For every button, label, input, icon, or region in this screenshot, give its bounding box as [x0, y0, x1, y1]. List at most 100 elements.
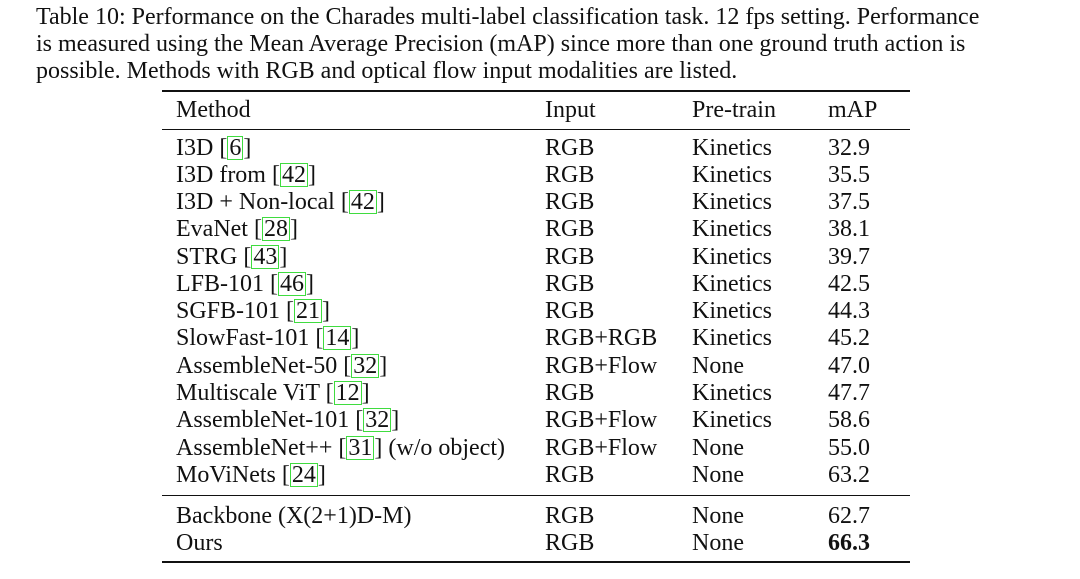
citation-link[interactable]: 43	[251, 243, 280, 270]
method-name: I3D + Non-local	[176, 188, 341, 215]
pretrain-cell: None	[692, 461, 744, 488]
pretrain-cell: Kinetics	[692, 325, 772, 352]
table-row: I3D + Non-local [42] RGB Kinetics 37.5	[162, 189, 910, 216]
map-cell: 35.5	[828, 161, 870, 188]
input-cell: RGB	[545, 270, 595, 297]
method-name: SGFB-101	[176, 298, 287, 325]
method-name: SlowFast-101	[176, 325, 316, 352]
table-row: I3D [6] RGB Kinetics 32.9	[162, 129, 910, 162]
map-cell: 37.5	[828, 188, 870, 215]
method-name: AssembleNet-50	[176, 352, 344, 379]
citation-link[interactable]: 42	[279, 161, 308, 188]
pretrain-cell: Kinetics	[692, 407, 772, 434]
header-pretrain: Pre-train	[692, 96, 776, 123]
table-row: Ours RGB None 66.3	[162, 530, 910, 562]
input-cell: RGB	[545, 134, 595, 161]
pretrain-cell: None	[692, 529, 744, 556]
map-cell: 55.0	[828, 434, 870, 461]
map-cell: 42.5	[828, 270, 870, 297]
citation-link[interactable]: 32	[363, 407, 392, 434]
pretrain-cell: Kinetics	[692, 243, 772, 270]
header-map: mAP	[828, 96, 878, 123]
input-cell: RGB	[545, 461, 595, 488]
method-suffix: (w/o object)	[382, 434, 505, 461]
method-cell: I3D [6]	[176, 134, 252, 161]
caption-line: is measured using the Mean Average Preci…	[36, 31, 966, 57]
method-cell: Ours	[176, 529, 223, 556]
citation-link[interactable]: 31	[346, 434, 375, 461]
input-cell: RGB+RGB	[545, 325, 658, 352]
input-cell: RGB+Flow	[545, 407, 658, 434]
map-cell: 38.1	[828, 216, 870, 243]
pretrain-cell: Kinetics	[692, 188, 772, 215]
method-cell: AssembleNet++ [31] (w/o object)	[176, 434, 505, 461]
pretrain-cell: None	[692, 434, 744, 461]
input-cell: RGB	[545, 380, 595, 407]
citation-link[interactable]: 32	[351, 352, 380, 379]
table-row: EvaNet [28] RGB Kinetics 38.1	[162, 216, 910, 243]
pretrain-cell: Kinetics	[692, 298, 772, 325]
input-cell: RGB	[545, 529, 595, 556]
citation-link[interactable]: 28	[261, 216, 290, 243]
method-name: MoViNets	[176, 461, 282, 488]
input-cell: RGB	[545, 216, 595, 243]
map-cell: 45.2	[828, 325, 870, 352]
pretrain-cell: None	[692, 502, 744, 529]
pretrain-cell: None	[692, 352, 744, 379]
method-cell: EvaNet [28]	[176, 216, 298, 243]
method-name: Multiscale ViT	[176, 380, 326, 407]
citation-link[interactable]: 6	[227, 134, 244, 161]
method-cell: Backbone (X(2+1)D-M)	[176, 502, 412, 529]
citation-link[interactable]: 42	[348, 188, 377, 215]
citation-link[interactable]: 14	[323, 325, 352, 352]
table-row: SlowFast-101 [14] RGB+RGB Kinetics 45.2	[162, 325, 910, 352]
citation-link[interactable]: 24	[289, 461, 318, 488]
map-cell: 47.7	[828, 380, 870, 407]
method-name: I3D from	[176, 161, 272, 188]
map-cell-best: 66.3	[828, 529, 870, 556]
citation-link[interactable]: 21	[294, 298, 323, 325]
map-cell: 47.0	[828, 352, 870, 379]
caption-line: possible. Methods with RGB and optical f…	[36, 58, 738, 84]
pretrain-cell: Kinetics	[692, 134, 772, 161]
pretrain-cell: Kinetics	[692, 380, 772, 407]
map-cell: 63.2	[828, 461, 870, 488]
citation-link[interactable]: 46	[278, 270, 307, 297]
table-row: MoViNets [24] RGB None 63.2	[162, 462, 910, 496]
caption-line: Table 10: Performance on the Charades mu…	[36, 4, 980, 30]
pretrain-cell: Kinetics	[692, 161, 772, 188]
map-cell: 44.3	[828, 298, 870, 325]
method-name: I3D	[176, 134, 220, 161]
method-cell: I3D from [42]	[176, 161, 316, 188]
results-table-container: Method Input Pre-train mAP I3D [6] RGB Kin…	[162, 90, 910, 563]
method-name: STRG	[176, 243, 244, 270]
pretrain-cell: Kinetics	[692, 216, 772, 243]
table-row: Backbone (X(2+1)D-M) RGB None 62.7	[162, 495, 910, 530]
our-method-rows: Backbone (X(2+1)D-M) RGB None 62.7 Ours …	[162, 495, 910, 562]
header-row: Method Input Pre-train mAP	[162, 91, 910, 129]
input-cell: RGB	[545, 188, 595, 215]
map-cell: 58.6	[828, 407, 870, 434]
method-cell: AssembleNet-101 [32]	[176, 407, 400, 434]
citation-link[interactable]: 12	[333, 380, 362, 407]
method-cell: MoViNets [24]	[176, 461, 326, 488]
method-cell: SlowFast-101 [14]	[176, 325, 360, 352]
header-method: Method	[176, 96, 251, 123]
method-name: AssembleNet++	[176, 434, 339, 461]
table-row: AssembleNet-101 [32] RGB+Flow Kinetics 58.6	[162, 407, 910, 434]
map-cell: 62.7	[828, 502, 870, 529]
input-cell: RGB	[545, 502, 595, 529]
method-cell: Multiscale ViT [12]	[176, 380, 370, 407]
table-row: Multiscale ViT [12] RGB Kinetics 47.7	[162, 380, 910, 407]
map-cell: 32.9	[828, 134, 870, 161]
method-cell: I3D + Non-local [42]	[176, 188, 385, 215]
table-caption: Table 10: Performance on the Charades mu…	[36, 4, 1046, 85]
method-cell: AssembleNet-50 [32]	[176, 352, 388, 379]
